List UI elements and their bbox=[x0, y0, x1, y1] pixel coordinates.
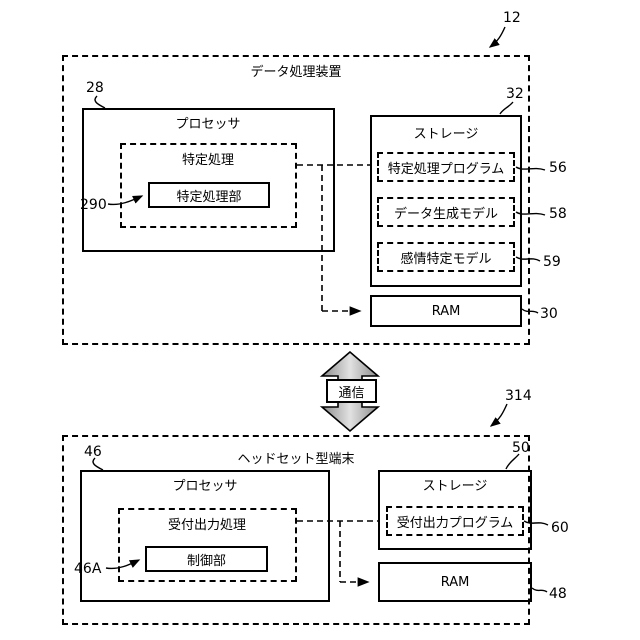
ref-46: 46 bbox=[84, 444, 102, 460]
ref-46A: 46A bbox=[74, 561, 102, 577]
ref-30: 30 bbox=[540, 306, 558, 322]
ref-56: 56 bbox=[549, 160, 567, 176]
ram-label-top: RAM bbox=[431, 303, 461, 319]
leader-48 bbox=[531, 587, 548, 593]
storage-box-bottom bbox=[378, 470, 532, 550]
specific-processing-unit-box: 特定処理部 bbox=[148, 182, 270, 208]
storage-title-bottom: ストレージ bbox=[422, 479, 488, 494]
ram-box-bottom: RAM bbox=[378, 562, 532, 602]
ref-60: 60 bbox=[551, 520, 569, 536]
ref-50: 50 bbox=[512, 440, 530, 456]
leader-314 bbox=[489, 403, 508, 427]
reception-output-processing-title: 受付出力処理 bbox=[167, 518, 247, 533]
data-generation-model-box: データ生成モデル bbox=[377, 197, 515, 227]
specific-processing-title: 特定処理 bbox=[181, 153, 235, 168]
communication-label: 通信 bbox=[338, 385, 365, 401]
ref-58: 58 bbox=[549, 206, 567, 222]
processor-box-bottom bbox=[80, 470, 330, 602]
reception-output-program-box: 受付出力プログラム bbox=[386, 506, 524, 536]
storage-title-top: ストレージ bbox=[413, 127, 479, 142]
control-unit-label: 制御部 bbox=[186, 553, 226, 569]
ref-12: 12 bbox=[503, 10, 521, 26]
processor-title-bottom: プロセッサ bbox=[172, 479, 238, 494]
emotion-identification-model-box: 感情特定モデル bbox=[377, 242, 515, 272]
control-unit-box: 制御部 bbox=[145, 546, 268, 572]
specific-processing-program-box: 特定処理プログラム bbox=[377, 152, 515, 182]
leader-12 bbox=[488, 26, 506, 48]
reception-output-program-label: 受付出力プログラム bbox=[396, 515, 514, 531]
ref-59: 59 bbox=[543, 254, 561, 270]
communication-label-box: 通信 bbox=[326, 379, 377, 403]
data-generation-model-label: データ生成モデル bbox=[393, 206, 498, 222]
ram-label-bottom: RAM bbox=[440, 574, 470, 590]
emotion-identification-model-label: 感情特定モデル bbox=[400, 251, 492, 267]
ref-28: 28 bbox=[86, 80, 104, 96]
ref-32: 32 bbox=[506, 86, 524, 102]
specific-processing-box bbox=[120, 143, 297, 228]
ref-314: 314 bbox=[505, 388, 532, 404]
ref-290: 290 bbox=[80, 197, 107, 213]
ref-48: 48 bbox=[549, 586, 567, 602]
processor-title-top: プロセッサ bbox=[175, 117, 241, 132]
specific-processing-program-label: 特定処理プログラム bbox=[387, 161, 505, 177]
storage-box-top bbox=[370, 115, 522, 287]
processor-box-top bbox=[82, 108, 335, 252]
data-processing-device-title: データ処理装置 bbox=[250, 65, 342, 80]
reception-output-processing-box bbox=[118, 508, 297, 582]
headset-terminal-box bbox=[62, 435, 530, 625]
specific-processing-unit-label: 特定処理部 bbox=[176, 189, 242, 205]
ram-box-top: RAM bbox=[370, 295, 522, 327]
data-processing-device-box bbox=[62, 55, 530, 345]
headset-terminal-title: ヘッドセット型端末 bbox=[237, 452, 355, 467]
